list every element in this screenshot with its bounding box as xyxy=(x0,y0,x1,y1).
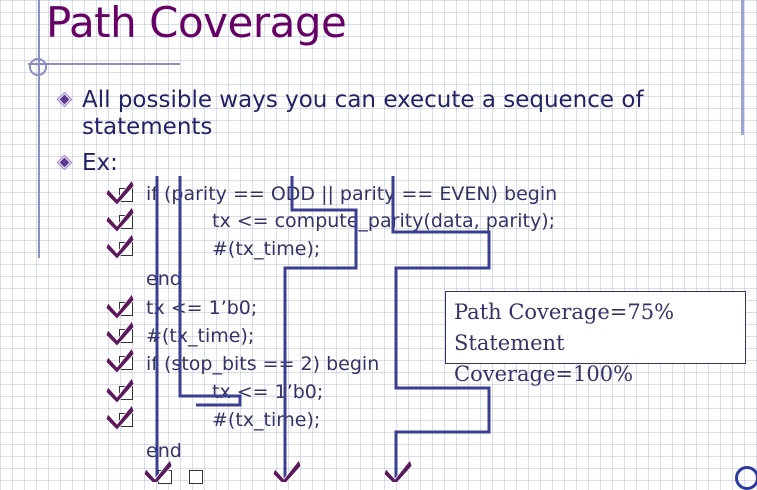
slide-title: Path Coverage xyxy=(46,0,347,47)
slide-left-rule xyxy=(38,0,40,258)
path-line-4 xyxy=(391,176,491,482)
code-line: #(tx_time); xyxy=(212,238,321,260)
check-mark-icon xyxy=(105,377,135,404)
check-mark-icon xyxy=(272,459,302,482)
code-line: end xyxy=(146,440,182,462)
check-mark-icon xyxy=(105,320,135,347)
check-mark-icon xyxy=(105,233,135,260)
code-line: #(tx_time); xyxy=(212,409,321,431)
path-coverage-text: Path Coverage=75% xyxy=(454,300,675,324)
path-line-2 xyxy=(178,176,242,407)
navigation-circle-icon[interactable] xyxy=(735,466,757,490)
code-line: #(tx_time); xyxy=(146,325,255,347)
check-mark-icon xyxy=(105,293,135,320)
crosshair-ornament-icon xyxy=(29,58,47,76)
bullet-text-line-1: All possible ways you can execute a sequ… xyxy=(82,87,644,113)
code-line: if (stop_bits == 2) begin xyxy=(146,353,380,375)
coverage-summary-box: Path Coverage=75% Statement Coverage=100… xyxy=(445,291,746,386)
bullet-text-example: Ex: xyxy=(82,150,118,176)
code-line: if (parity == ODD || parity == EVEN) beg… xyxy=(146,183,558,205)
title-underline xyxy=(28,63,180,65)
statement-coverage-text: Statement Coverage=100% xyxy=(454,331,634,386)
bullet-text-line-2: statements xyxy=(82,114,213,140)
check-mark-icon xyxy=(105,347,135,374)
code-line: tx <= 1’b0; xyxy=(146,297,258,319)
check-mark-icon xyxy=(105,206,135,233)
slide-right-rule xyxy=(741,0,744,135)
code-line: end xyxy=(146,268,182,290)
check-mark-icon xyxy=(105,179,135,206)
code-line: tx <= compute_parity(data, parity); xyxy=(212,210,556,232)
check-mark-icon xyxy=(105,404,135,431)
check-mark-icon xyxy=(383,459,413,482)
path-line-3 xyxy=(283,176,358,482)
check-mark-icon xyxy=(143,459,173,482)
